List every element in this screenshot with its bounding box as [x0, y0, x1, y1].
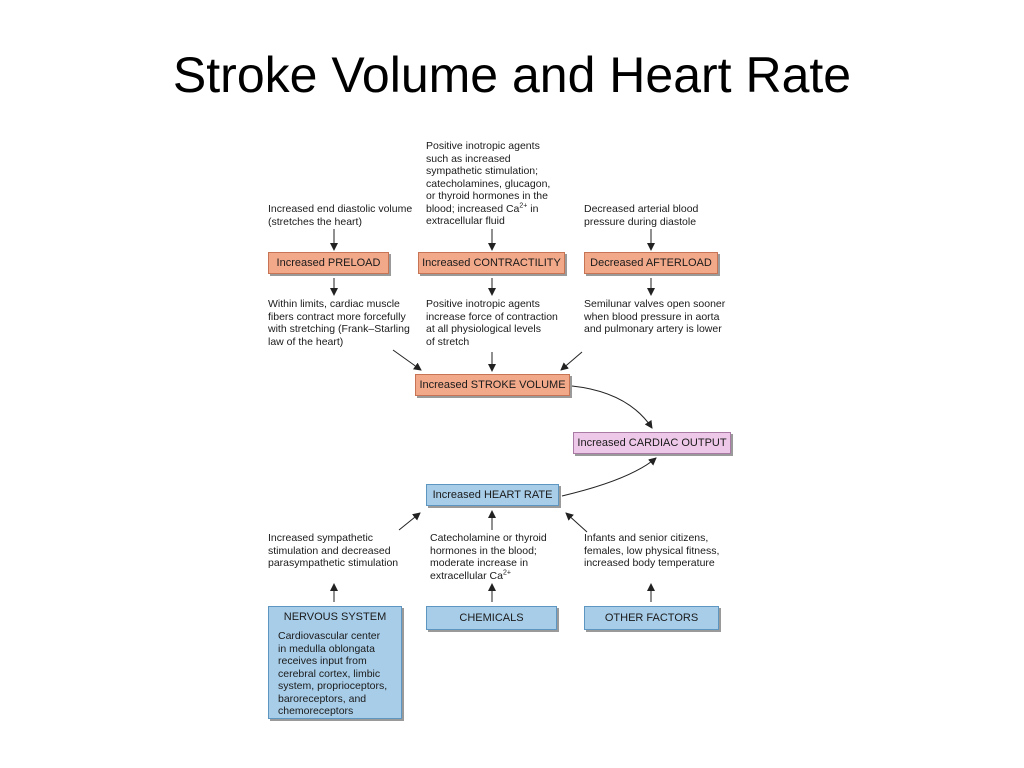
other-factors-box: OTHER FACTORS [584, 606, 719, 630]
arrow-other-to-hr [565, 512, 588, 533]
other-effect-text: Infants and senior citizens, females, lo… [584, 532, 720, 569]
arrow-hr-to-co [561, 457, 657, 497]
afterload-box: Decreased AFTERLOAD [584, 252, 718, 274]
afterload-effect-text: Semilunar valves open sooner when blood … [584, 298, 726, 335]
arrow-nervous-to-hr [398, 512, 421, 531]
nervous-system-body: Cardiovascular center in medulla oblonga… [278, 630, 388, 717]
chemicals-effect-main: Catecholamine or thyroid hormones in the… [430, 532, 547, 582]
preload-effect-text: Within limits, cardiac muscle fibers con… [268, 298, 410, 348]
chemicals-effect-text: Catecholamine or thyroid hormones in the… [430, 532, 547, 582]
chemicals-box: CHEMICALS [426, 606, 557, 630]
stroke-volume-box: Increased STROKE VOLUME [415, 374, 570, 396]
superscript: 2+ [502, 569, 511, 576]
heart-rate-box: Increased HEART RATE [426, 484, 559, 506]
arrow-sv-to-co [571, 385, 653, 429]
contractility-cause-tail: in extracellular fluid [426, 202, 539, 228]
contractility-box: Increased CONTRACTILITY [418, 252, 565, 274]
contractility-effect-text: Positive inotropic agents increase force… [426, 298, 558, 348]
preload-cause-text: Increased end diastolic volume (stretche… [268, 203, 413, 228]
slide-title: Stroke Volume and Heart Rate [172, 47, 852, 103]
nervous-effect-text: Increased sympathetic stimulation and de… [268, 532, 399, 569]
arrow-afterload-to-sv [560, 351, 583, 371]
preload-box: Increased PRELOAD [268, 252, 389, 274]
nervous-system-box: NERVOUS SYSTEM Cardiovascular center in … [268, 606, 402, 719]
arrow-preload-to-sv [392, 349, 422, 371]
contractility-cause-text: Positive inotropic agents such as increa… [426, 140, 550, 228]
cardiac-output-box: Increased CARDIAC OUTPUT [573, 432, 731, 454]
afterload-cause-text: Decreased arterial blood pressure during… [584, 203, 699, 228]
nervous-system-title: NERVOUS SYSTEM [283, 611, 387, 623]
contractility-cause-main: Positive inotropic agents such as increa… [426, 140, 551, 215]
superscript: 2+ [519, 202, 528, 209]
